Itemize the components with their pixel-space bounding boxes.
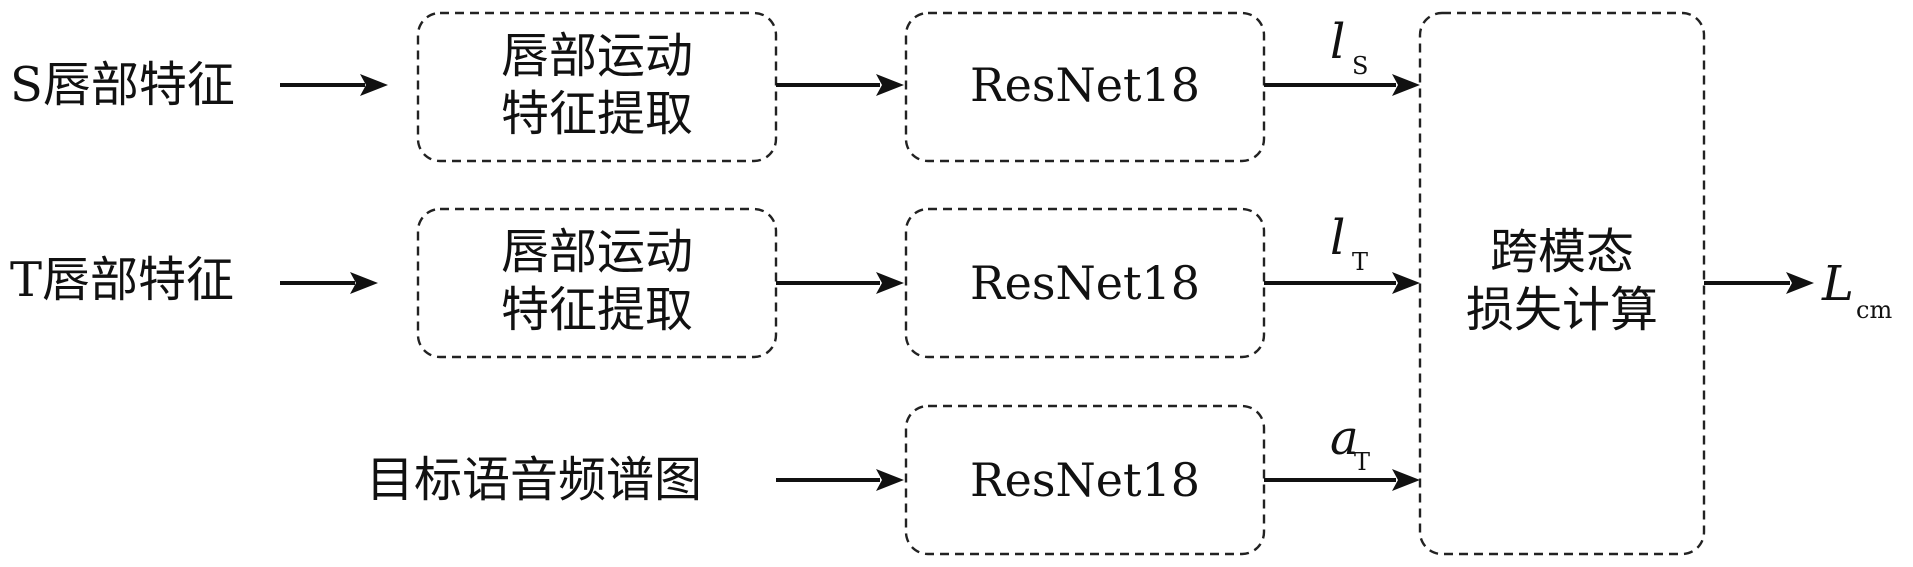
arrow-at-to-loss — [1264, 469, 1420, 491]
a-resnet-label: ResNet18 — [970, 453, 1200, 507]
svg-text:S: S — [1352, 52, 1368, 80]
svg-text:a: a — [1330, 410, 1359, 466]
cross-modal-loss-box — [1418, 11, 1706, 556]
input-target-spectrogram: 目标语音频谱图 — [366, 452, 702, 508]
input-s-lip-features: S唇部特征 — [10, 57, 235, 113]
loss-line2: 损失计算 — [1466, 282, 1658, 338]
edge-label-l-t: l T — [1330, 210, 1368, 276]
loss-line1: 跨模态 — [1490, 224, 1634, 280]
arrow-s-extract-to-resnet — [776, 74, 904, 96]
t-lip-motion-extract-box — [416, 207, 778, 359]
arrow-lt-to-loss — [1264, 272, 1420, 294]
arrow-t-extract-to-resnet — [776, 272, 904, 294]
arrow-ls-to-loss — [1264, 74, 1420, 96]
input-t-lip-features: T唇部特征 — [10, 252, 234, 308]
svg-text:l: l — [1330, 14, 1345, 70]
arrow-spec-to-resnet — [776, 469, 904, 491]
a-resnet-box — [904, 404, 1266, 556]
t-resnet-label: ResNet18 — [970, 256, 1200, 310]
arrow-t-input — [280, 272, 378, 294]
svg-text:cm: cm — [1856, 296, 1892, 324]
svg-text:l: l — [1330, 210, 1345, 266]
svg-text:L: L — [1821, 256, 1854, 312]
edge-label-a-t: a T — [1330, 410, 1370, 476]
s-resnet-box — [904, 11, 1266, 163]
s-lip-motion-extract-box — [416, 11, 778, 163]
svg-text:T: T — [1352, 248, 1368, 276]
t-extract-line2: 特征提取 — [501, 282, 693, 338]
s-extract-line2: 特征提取 — [501, 86, 693, 142]
arrow-s-input — [280, 74, 388, 96]
t-extract-line1: 唇部运动 — [501, 224, 693, 280]
s-extract-line1: 唇部运动 — [501, 28, 693, 84]
edge-label-l-s: l S — [1330, 14, 1368, 80]
arrow-loss-to-output — [1704, 272, 1814, 294]
t-resnet-box — [904, 207, 1266, 359]
output-l-cm: L cm — [1821, 256, 1892, 324]
s-resnet-label: ResNet18 — [970, 58, 1200, 112]
svg-text:T: T — [1354, 448, 1370, 476]
